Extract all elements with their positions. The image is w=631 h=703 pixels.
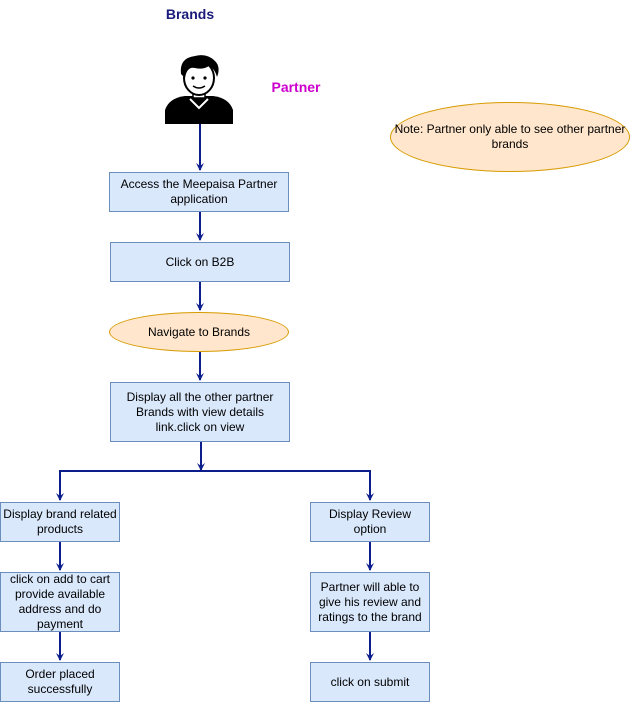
step-click-b2b: Click on B2B [110,242,290,282]
step-display-brands: Display all the other partner Brands wit… [110,382,290,442]
note-ellipse: Note: Partner only able to see other par… [390,102,630,172]
person-icon [165,55,233,124]
arrow-split-right [201,470,374,501]
step-navigate-brands: Navigate to Brands [109,312,289,352]
arrow-split-left [56,470,201,501]
step-add-to-cart: click on add to cart provide available a… [0,572,120,632]
step-submit: click on submit [310,662,430,702]
diagram-title: Brands [165,6,215,22]
step-order-placed: Order placed successfully [0,662,120,702]
step-access-app: Access the Meepaisa Partner application [109,172,289,212]
step-related-products: Display brand related products [0,502,120,542]
step-review-option: Display Review option [310,502,430,542]
actor-label: Partner [271,79,321,95]
step-give-review: Partner will able to give his review and… [310,572,430,632]
